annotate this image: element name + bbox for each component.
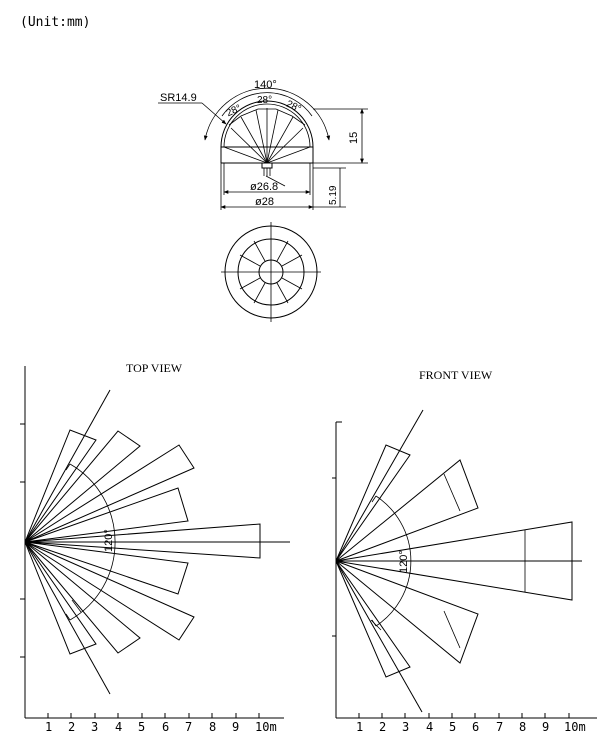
radius-label: SR14.9 [160,92,197,104]
top-view-tick: 10m [255,720,277,734]
lens-top-view [221,222,321,322]
top-view-tick: 2 [68,720,75,734]
top-view-tick: 4 [115,720,122,734]
top-view-angle-label: 120° [103,529,115,552]
top-view-tick: 3 [91,720,98,734]
front-view-tick: 6 [472,720,479,734]
height-label: 15 [348,132,360,144]
front-view-tick: 3 [402,720,409,734]
front-view-tick: 10m [564,720,586,734]
front-view-tick: 8 [519,720,526,734]
front-view-tick: 4 [426,720,433,734]
angle-segment-right-label: 28° [284,99,302,115]
front-view-pattern [332,409,597,719]
front-view-tick: 2 [379,720,386,734]
top-view-title: TOP VIEW [126,361,183,375]
front-view-tick: 9 [542,720,549,734]
front-view-angle-label: 120° [398,550,410,573]
top-view-tick: 1 [45,720,52,734]
top-view-tick: 6 [162,720,169,734]
top-view-pattern [20,366,290,719]
front-view-tick: 7 [496,720,503,734]
top-view-tick: 8 [209,720,216,734]
unit-note: (Unit:mm) [20,15,90,30]
front-view-title: FRONT VIEW [419,368,493,382]
top-view-tick: 7 [185,720,192,734]
front-view-axis-ticks: 1 2 3 4 5 6 7 8 9 10m [356,713,586,734]
top-view-tick: 9 [232,720,239,734]
base-height-label: 5.19 [328,185,339,205]
front-view-tick: 1 [356,720,363,734]
outer-diameter-label: ø28 [255,196,274,208]
inner-diameter-label: ø26.8 [250,181,278,193]
top-view-tick: 5 [138,720,145,734]
lens-section-drawing [158,87,368,210]
front-view-tick: 5 [449,720,456,734]
angle-total-label: 140° [254,79,277,91]
top-view-axis-ticks: 1 2 3 4 5 6 7 8 9 10m [45,713,277,734]
angle-segment-center-label: 28° [257,95,272,106]
